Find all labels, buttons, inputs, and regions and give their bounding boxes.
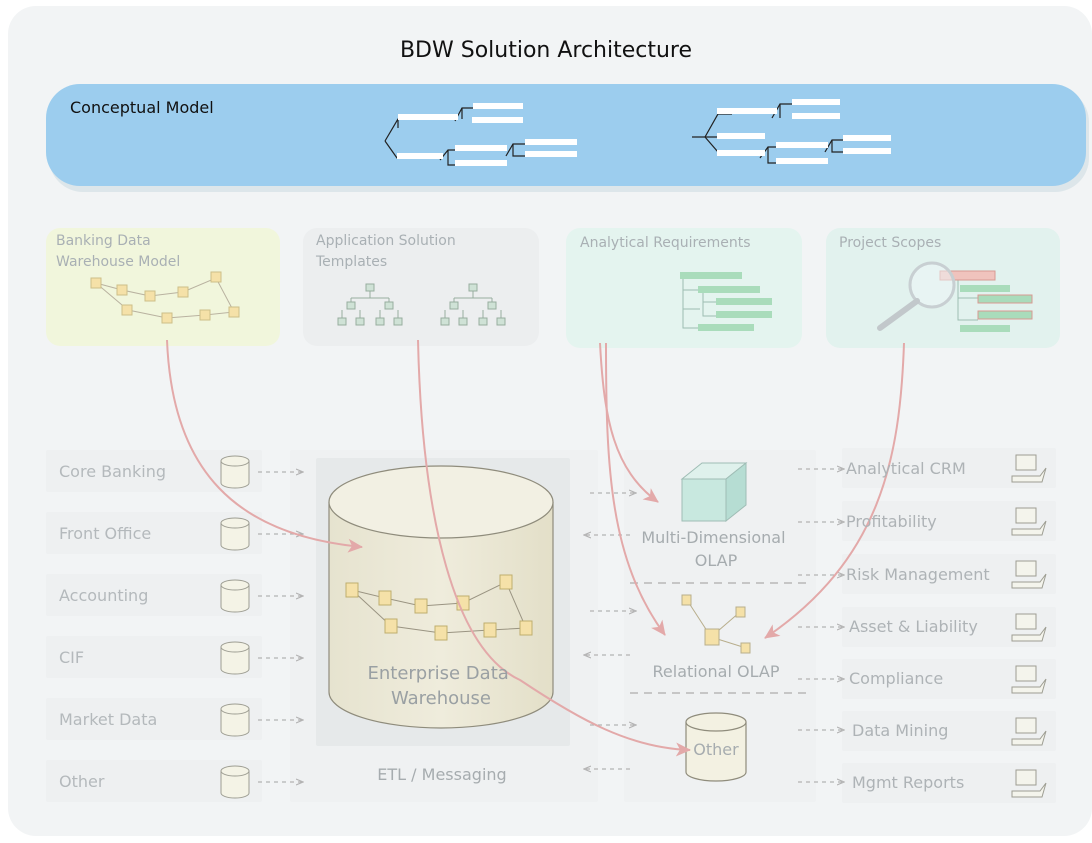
panel-label-application-solution-templates: Application Solution Templates [315, 233, 460, 270]
conceptual-tree-icon [384, 103, 577, 166]
source-database-icon [220, 455, 250, 799]
source-label-other: Other [59, 772, 105, 791]
requirements-tree-icon [680, 272, 772, 331]
source-label-accounting: Accounting [59, 586, 148, 605]
source-label-front-office: Front Office [59, 524, 151, 543]
target-label-risk-management: Risk Management [846, 565, 990, 584]
source-label-cif: CIF [59, 648, 84, 667]
conceptual-tree-icon [692, 99, 891, 164]
target-label-mgmt-reports: Mgmt Reports [852, 773, 964, 792]
target-label-analytical-crm: Analytical CRM [846, 459, 966, 478]
warehouse-label: Enterprise Data Warehouse [367, 663, 514, 709]
molap-label: Multi-Dimensional OLAP [641, 528, 790, 570]
other-mart-label: Other [693, 740, 739, 759]
conceptual-model-label: Conceptual Model [70, 98, 214, 117]
other-database-cylinder [685, 712, 747, 782]
panel-label-project-scopes: Project Scopes [839, 235, 941, 251]
target-tiles [842, 448, 1056, 803]
source-label-market-data: Market Data [59, 710, 157, 729]
hierarchy-template-icon [440, 283, 506, 326]
olap-cube-icon [680, 461, 748, 523]
panel-banking-data-warehouse-model [46, 228, 280, 346]
target-label-compliance: Compliance [849, 669, 943, 688]
diagram-background [8, 6, 1092, 836]
source-label-core-banking: Core Banking [59, 462, 166, 481]
enterprise-data-warehouse-cylinder [328, 465, 554, 729]
relational-olap-graph-icon [681, 594, 751, 654]
model-flow-arrows [166, 339, 905, 757]
hierarchy-template-icon [337, 283, 403, 326]
panel-label-banking-data-warehouse-model: Banking Data Warehouse Model [56, 233, 180, 270]
target-label-data-mining: Data Mining [852, 721, 948, 740]
diagram-title: BDW Solution Architecture [400, 38, 692, 63]
target-label-asset-liability: Asset & Liability [849, 617, 978, 636]
panel-application-solution-templates [303, 228, 539, 346]
magnifier-icon [877, 261, 1033, 332]
entity-graph-icon [90, 271, 240, 324]
source-tiles [46, 450, 262, 802]
data-mart-area [624, 450, 816, 802]
target-label-profitability: Profitability [846, 512, 937, 531]
etl-messaging-label: ETL / Messaging [377, 765, 506, 784]
computer-icon [1011, 454, 1047, 798]
panel-label-analytical-requirements: Analytical Requirements [580, 235, 751, 251]
warehouse-entity-graph [345, 574, 533, 641]
rolap-label: Relational OLAP [653, 662, 780, 681]
